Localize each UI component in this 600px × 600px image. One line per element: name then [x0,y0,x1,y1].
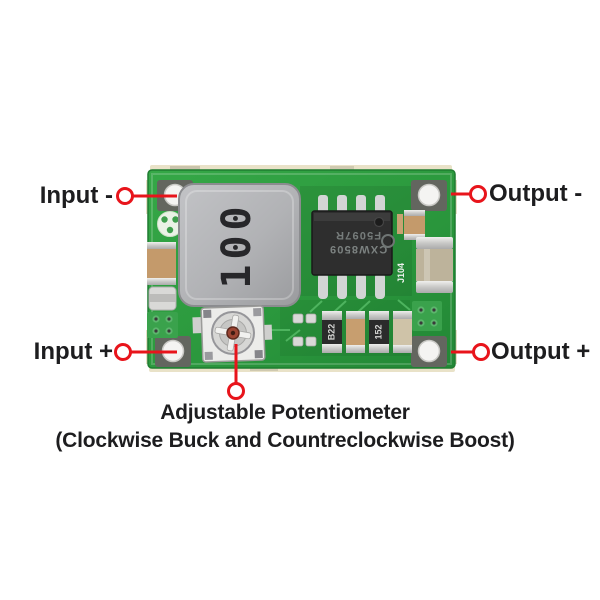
input-capacitor [147,242,176,285]
small-cap-beside-ic [397,214,403,234]
pin-hole-output-plus [417,339,441,363]
ic-marking-line2: F5097R [335,229,381,241]
mask-shadow-bottom [280,300,410,356]
callouts [114,185,490,400]
ic-pin1-dot [373,216,385,228]
via-cluster-right [412,301,442,331]
label-input-plus: Input + [33,338,113,365]
caption-pot-subtitle: (Clockwise Buck and Countreclockwise Boo… [55,429,515,452]
caption-pot-title: Adjustable Potentiometer [160,401,410,424]
callout-circle-output-plus [472,343,490,361]
solder-pad-pairs [292,313,317,347]
pot-center-pin [230,330,236,336]
capacitor-mid-tan [346,311,365,353]
ic-marking-line1: CXW8509 [329,243,388,255]
corner-pad-bottom-right [411,336,447,367]
callout-circle-input-plus [114,343,132,361]
pin-hole-output-minus [417,183,441,207]
resistor-b22-marking: B22 [326,324,336,341]
label-output-minus: Output - [489,180,583,207]
potentiometer [192,305,273,363]
pot-notch-2 [253,308,262,317]
callout-input-plus [114,343,177,361]
ic-pins-bottom [318,273,385,299]
label-output-plus: Output + [491,338,591,365]
callout-circle-output-minus [469,185,487,203]
resistor-152: 152 [369,311,389,353]
callout-potentiometer [227,344,245,400]
silkscreen-ref-text: J104 [396,263,406,283]
via-cluster-left [147,312,178,338]
corner-pad-top-right [411,180,447,211]
inductor-marking: 100 [214,201,260,288]
ic-logo-icon [381,234,395,248]
resistor-b22: B22 [322,311,342,353]
ic-gloss [314,213,390,221]
via-clover [157,211,183,237]
pot-notch-4 [254,349,263,359]
pcb-board: 100 [146,165,457,372]
output-capacitor [416,237,453,293]
callout-circle-input-minus [116,187,134,205]
copper-traces [266,299,411,342]
callout-output-minus [451,185,487,203]
ic-chip: CXW8509 F5097R [311,195,395,299]
inductor: 100 [178,183,301,307]
ic-markings: CXW8509 F5097R [329,229,395,255]
label-input-minus: Input - [39,182,113,209]
ic-body [311,210,393,276]
callout-circle-potentiometer [227,382,245,400]
small-cap-top-right [404,210,425,240]
pot-notch-1 [203,309,212,319]
callout-output-plus [451,343,490,361]
capacitor-right-pale [393,311,412,353]
ic-pins-top [318,195,385,213]
callout-input-minus [116,187,177,205]
resistor-152-marking: 152 [373,324,383,339]
pot-notch-3 [204,351,213,360]
left-silver-component [148,286,177,311]
